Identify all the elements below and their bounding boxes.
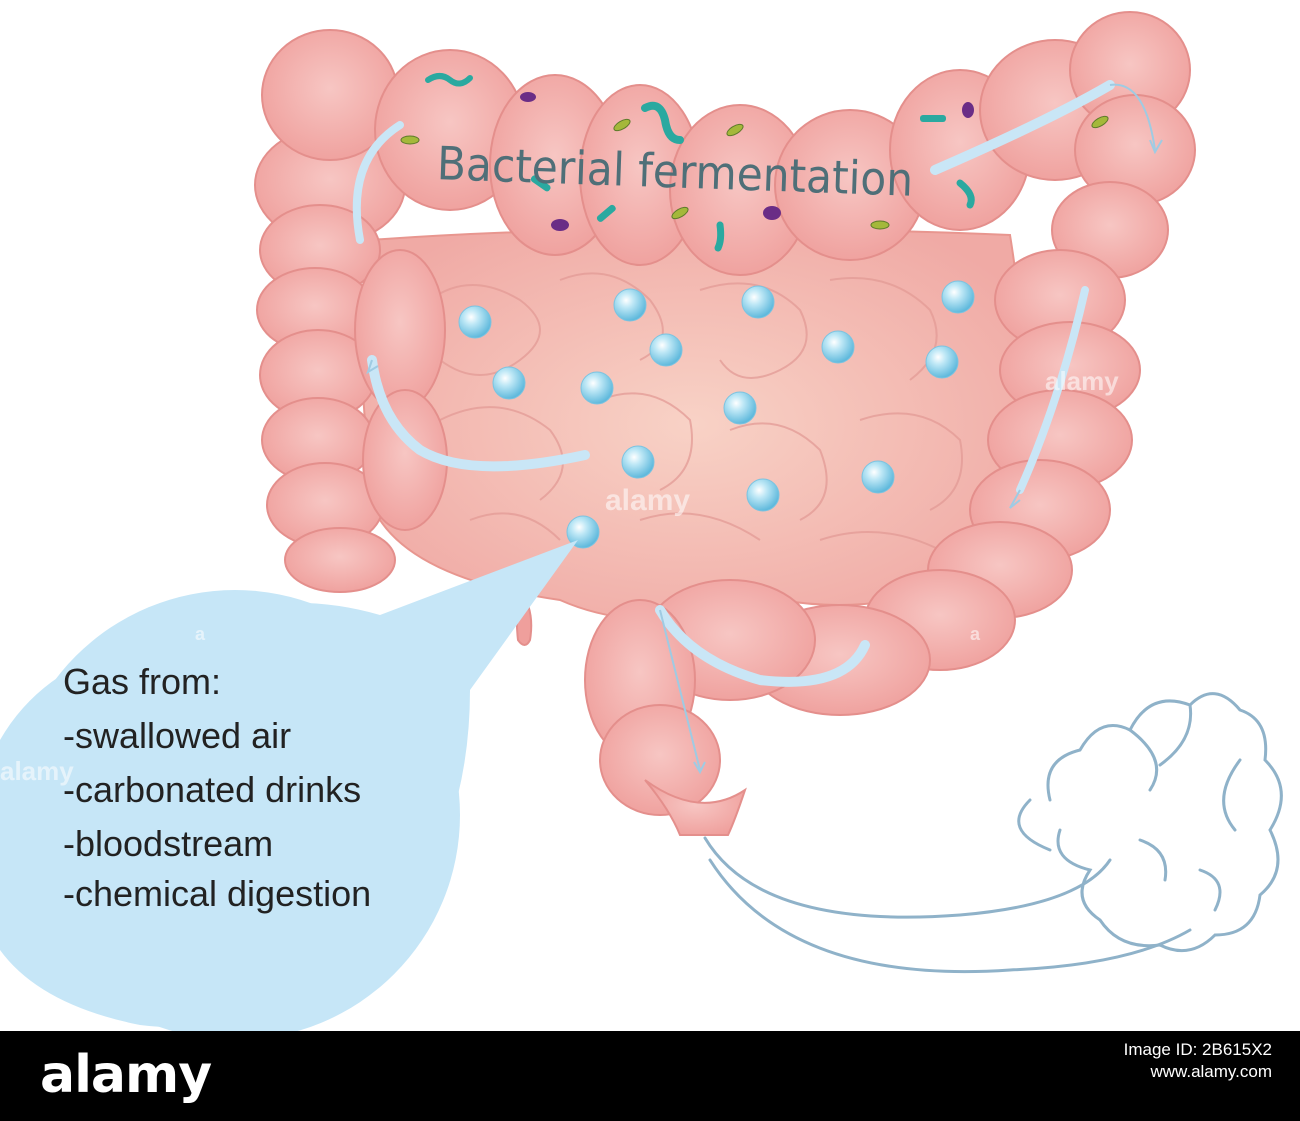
small-intestine-area <box>361 227 1024 621</box>
flow-arrow-ascending <box>367 355 590 472</box>
large-intestine <box>254 11 1196 836</box>
gas-bubble <box>613 288 647 322</box>
watermark-right: alamy <box>1045 366 1119 396</box>
bubble-line-bloodstream: -bloodstream <box>63 823 273 864</box>
gas-bubble <box>861 460 895 494</box>
watermark-left: alamy <box>0 756 74 786</box>
flow-arrow-transverse <box>930 80 1115 175</box>
watermark-bottom-right: alamy <box>955 756 1029 786</box>
flow-arrows <box>352 80 1115 687</box>
footer-image-info: Image ID: 2B615X2 www.alamy.com <box>1124 1039 1272 1083</box>
watermark-small-1: a <box>195 624 206 644</box>
flow-arrow-descending <box>1016 286 1089 494</box>
watermark-small-3: a <box>970 624 981 644</box>
gas-bubble <box>458 305 492 339</box>
footer-bar: alamy Image ID: 2B615X2 www.alamy.com <box>0 1031 1300 1121</box>
footer-url: www.alamy.com <box>1150 1062 1272 1081</box>
gas-bubbles <box>458 280 975 549</box>
gas-bubble <box>925 345 959 379</box>
bacteria <box>400 73 1109 252</box>
flow-arrow-ascending-up <box>352 121 404 244</box>
watermarks: alamy alamy alamy alamy a a a <box>0 84 1119 786</box>
image-id-label: Image ID: 2B615X2 <box>1123 1040 1272 1059</box>
gas-bubble <box>621 445 655 479</box>
gas-bubble <box>492 366 526 400</box>
rectum <box>644 779 747 836</box>
gas-bubble <box>741 285 775 319</box>
gas-bubble <box>941 280 975 314</box>
gas-bubble <box>746 478 780 512</box>
gas-bubble <box>821 330 855 364</box>
gas-bubble <box>566 515 600 549</box>
bubble-line-heading: Gas from: <box>63 661 221 702</box>
gas-bubble <box>723 391 757 425</box>
flow-arrow-sigmoid <box>655 605 870 687</box>
gas-bubble <box>580 371 614 405</box>
bubble-line-swallowed-air: -swallowed air <box>63 715 291 756</box>
watermark-small-2: a <box>250 84 261 104</box>
flow-arrow-tips <box>366 83 1163 775</box>
ascending-colon <box>254 126 448 593</box>
gas-bubble <box>649 333 683 367</box>
bubble-line-chemical-digestion: -chemical digestion <box>63 873 371 914</box>
gas-cloud <box>703 692 1283 974</box>
footer-logo: alamy <box>40 1045 212 1105</box>
sigmoid-colon <box>584 579 931 836</box>
watermark-center: alamy <box>605 484 690 517</box>
bubble-line-carbonated-drinks: -carbonated drinks <box>63 769 361 810</box>
transverse-colon <box>261 11 1191 276</box>
gas-sources-bubble: Gas from: -swallowed air -carbonated dri… <box>0 540 578 1040</box>
